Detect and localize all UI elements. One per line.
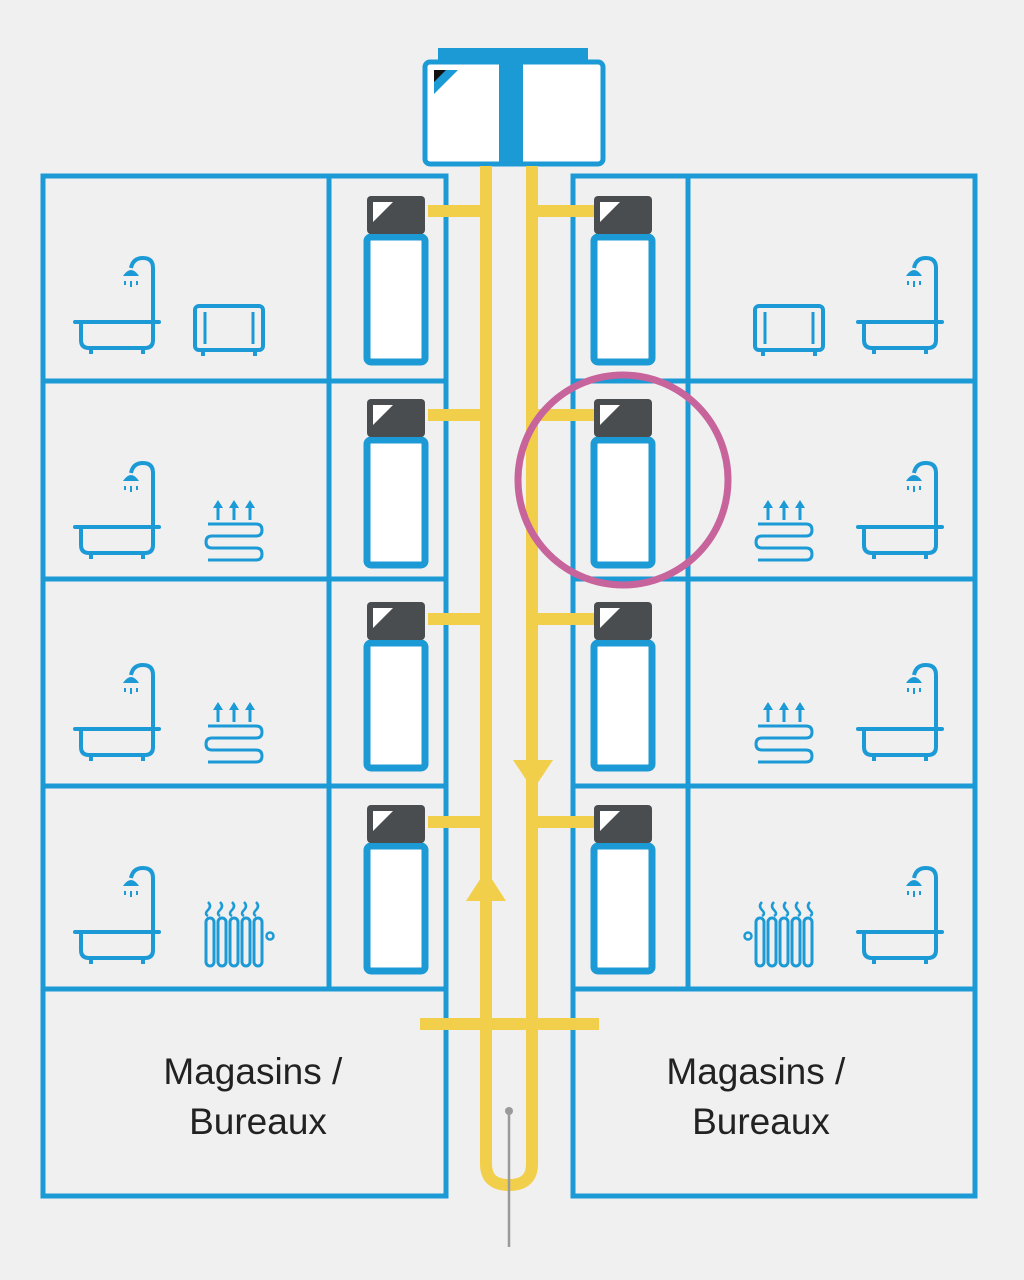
right-floor-1-bathtub-icon xyxy=(856,866,944,966)
left-floor-2-underfloor-heating-icon xyxy=(204,700,264,764)
left-ground-label-line-2: Bureaux xyxy=(189,1101,327,1142)
left-ground-label: Magasins / Bureaux xyxy=(163,1051,352,1142)
left-floor-3-underfloor-heating-icon xyxy=(204,498,264,562)
roof-heat-pump xyxy=(422,48,606,167)
right-floor-3-unit xyxy=(594,399,652,565)
right-floor-2-bathtub-icon xyxy=(856,663,944,763)
right-building xyxy=(570,173,978,1199)
left-floor-1-column-radiator-icon xyxy=(204,900,275,968)
left-floor-2-unit xyxy=(367,602,425,768)
right-floor-2-underfloor-heating-icon xyxy=(754,700,814,764)
right-floor-1-column-radiator-icon xyxy=(743,900,814,968)
right-ground-label: Magasins / Bureaux xyxy=(666,1051,855,1142)
right-floor-4-unit xyxy=(594,196,652,362)
right-floor-3-bathtub-icon xyxy=(856,461,944,561)
left-ground-label-line-1: Magasins / xyxy=(163,1051,343,1092)
left-floor-4-unit xyxy=(367,196,425,362)
left-floor-3-unit xyxy=(367,399,425,565)
left-building xyxy=(40,173,449,1199)
right-floor-1-unit xyxy=(594,805,652,971)
left-floor-1-bathtub-icon xyxy=(73,866,161,966)
right-ground-label-line-1: Magasins / xyxy=(666,1051,846,1092)
drain-line xyxy=(505,1107,513,1247)
highlight-circle xyxy=(514,371,732,589)
left-floor-4-bathtub-icon xyxy=(73,256,161,356)
left-floor-3-bathtub-icon xyxy=(73,461,161,561)
right-floor-3-underfloor-heating-icon xyxy=(754,498,814,562)
right-ground-label-line-2: Bureaux xyxy=(692,1101,830,1142)
right-floor-4-radiator-panel-icon xyxy=(753,304,825,358)
flow-up-arrow-icon xyxy=(466,870,506,901)
right-floor-4-bathtub-icon xyxy=(856,256,944,356)
left-floor-4-radiator-panel-icon xyxy=(193,304,265,358)
right-floor-2-unit xyxy=(594,602,652,768)
flow-down-arrow-icon xyxy=(513,760,553,790)
left-floor-1-unit xyxy=(367,805,425,971)
left-floor-2-bathtub-icon xyxy=(73,663,161,763)
